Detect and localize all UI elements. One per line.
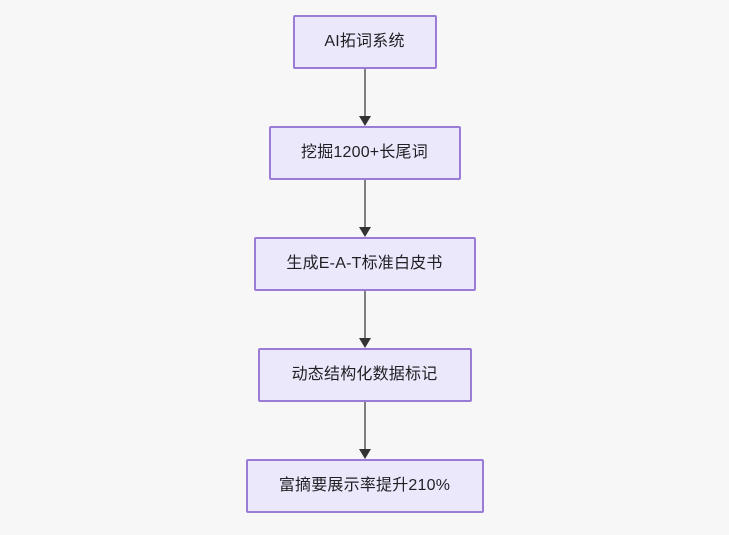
flow-connector-4 [358, 402, 372, 459]
flow-node-label: 富摘要展示率提升210% [278, 477, 451, 494]
connector-line [363, 69, 366, 117]
connector-line [363, 402, 366, 450]
arrowhead-down-icon [358, 338, 371, 348]
arrowhead-down-icon [358, 116, 371, 126]
connector-line [363, 291, 366, 339]
flow-connector-2 [358, 180, 372, 237]
flow-node-label: AI拓词系统 [324, 33, 405, 50]
flow-node-ai-keyword-system[interactable]: AI拓词系统 [292, 15, 437, 69]
flow-node-label: 挖掘1200+长尾词 [301, 144, 428, 161]
arrowhead-down-icon [358, 449, 371, 459]
flow-node-label: 生成E-A-T标准白皮书 [286, 255, 443, 272]
flow-node-rich-snippet-uplift[interactable]: 富摘要展示率提升210% [245, 459, 484, 513]
flow-node-dynamic-structured-data[interactable]: 动态结构化数据标记 [257, 348, 472, 402]
connector-line [363, 180, 366, 228]
flow-node-mine-longtail-keywords[interactable]: 挖掘1200+长尾词 [268, 126, 461, 180]
flow-connector-3 [358, 291, 372, 348]
arrowhead-down-icon [358, 227, 371, 237]
flow-node-label: 动态结构化数据标记 [291, 366, 438, 383]
flow-connector-1 [358, 69, 372, 126]
flow-node-generate-eat-whitepaper[interactable]: 生成E-A-T标准白皮书 [253, 237, 476, 291]
